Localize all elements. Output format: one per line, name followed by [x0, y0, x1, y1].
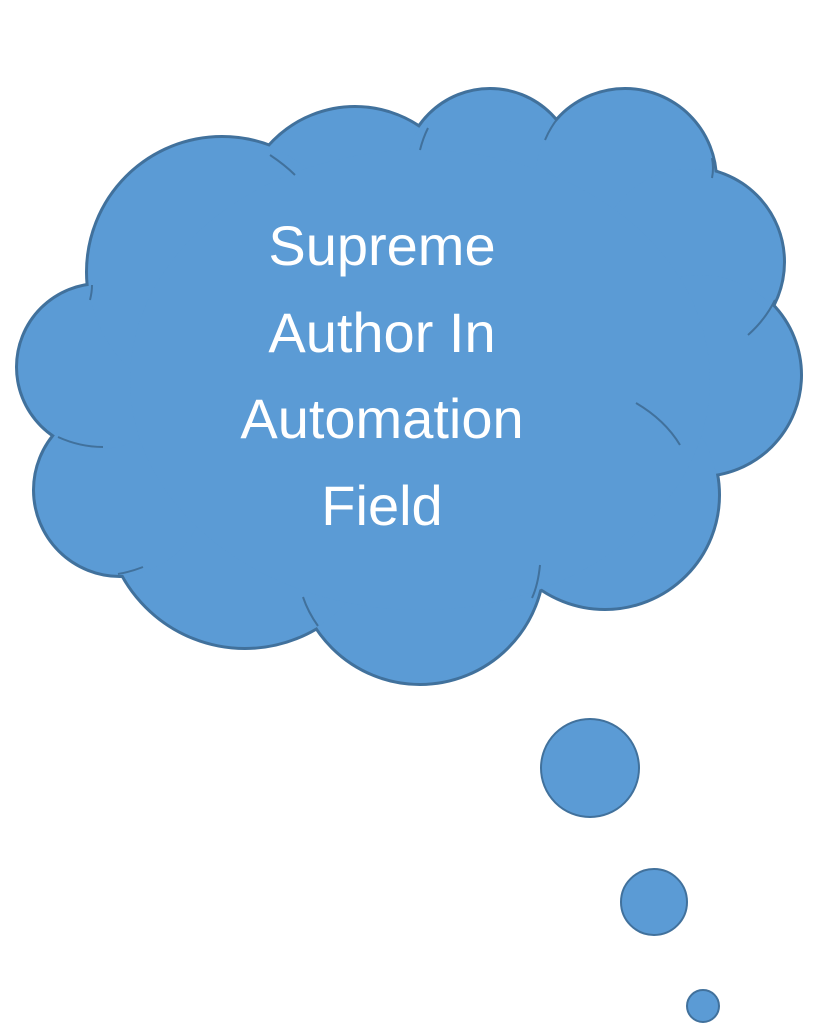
callout-line-3: Automation — [240, 387, 523, 450]
cloud-fill — [18, 90, 800, 683]
callout-line-2: Author In — [268, 301, 495, 364]
callout-line-4: Field — [321, 474, 442, 537]
thought-bubble-medium — [620, 868, 688, 936]
thought-bubble-small — [686, 989, 720, 1023]
callout-text: Supreme Author In Automation Field — [240, 214, 523, 537]
cloud-inner-arcs — [57, 117, 776, 627]
thought-bubble-large — [540, 718, 640, 818]
callout-line-1: Supreme — [268, 214, 495, 277]
